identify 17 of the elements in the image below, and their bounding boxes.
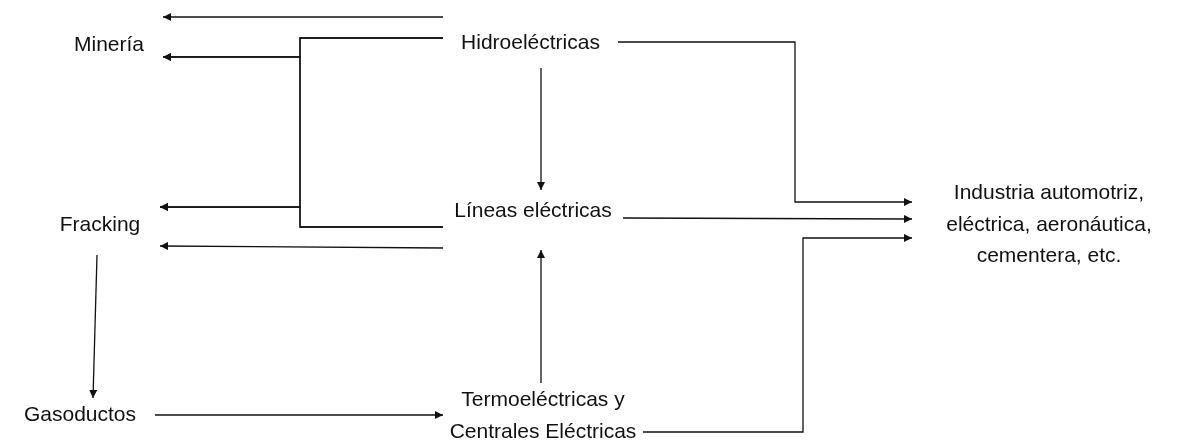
arrow: [622, 214, 913, 223]
arrow: [162, 13, 444, 21]
node-label: Industria automotriz, eléctrica, aeronáutica, cementera, etc.: [945, 179, 1153, 268]
node-label: Termoeléctricas y Centrales Eléctricas: [448, 386, 638, 444]
node-label: Fracking: [59, 211, 141, 237]
node-label: Gasoductos: [23, 401, 137, 427]
arrow: [154, 411, 444, 419]
arrow: [159, 242, 444, 251]
node-label: Líneas eléctricas: [454, 197, 612, 223]
node-label: Minería: [74, 31, 144, 57]
arrow: [159, 203, 444, 228]
arrow: [537, 249, 545, 384]
arrow: [642, 234, 913, 433]
arrow: [537, 67, 545, 191]
arrow: [89, 254, 98, 399]
arrow: [617, 41, 913, 206]
node-label: Hidroeléctricas: [461, 29, 600, 55]
